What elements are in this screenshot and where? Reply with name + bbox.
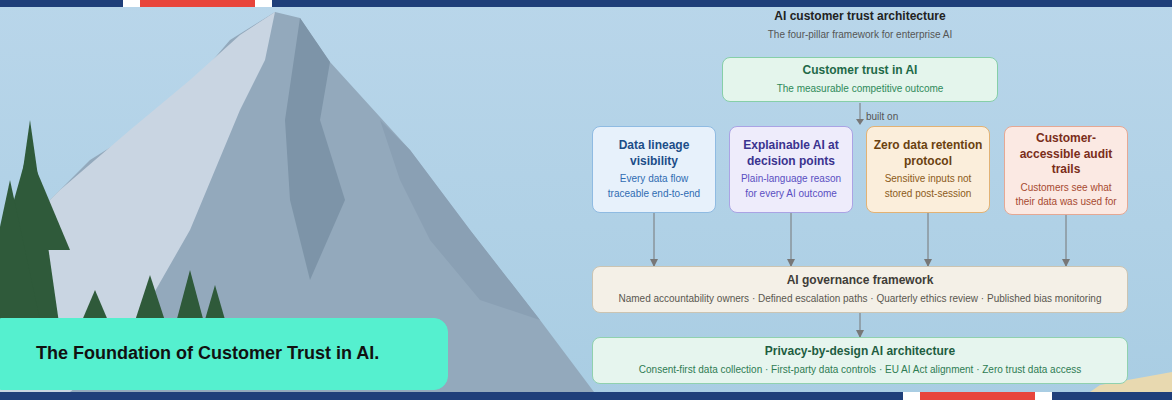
bottom-border [0, 392, 1172, 400]
pillar-box: Zero data retention protocolSensitive in… [866, 126, 990, 213]
diagram-title: AI customer trust architecture [560, 9, 1160, 23]
node-body: Customers see what their data was used f… [1011, 181, 1121, 210]
node-heading: Privacy-by-design AI architecture [765, 344, 955, 360]
mountain-shadow [285, 18, 345, 280]
top-accent-red [140, 0, 255, 7]
connector-arrow [860, 313, 861, 337]
node-heading: Zero data retention protocol [873, 138, 983, 169]
banner-label: The Foundation of Customer Trust in AI. [0, 318, 448, 390]
top-accent-white [123, 0, 272, 7]
connector-arrow [654, 213, 655, 266]
node-body: Sensitive inputs not stored post-session [873, 172, 983, 201]
connector-label: built on [866, 111, 898, 122]
bottom-accent-white [903, 392, 1052, 400]
node-heading: Explainable AI at decision points [736, 138, 846, 169]
pillar-box: Customer-accessible audit trailsCustomer… [1004, 126, 1128, 215]
mountain [0, 12, 600, 400]
trees [0, 120, 228, 330]
node-heading: Customer-accessible audit trails [1011, 131, 1121, 178]
bottom-accent-red [920, 392, 1035, 400]
outcome-box: Customer trust in AI The measurable compe… [722, 57, 998, 102]
node-heading: AI governance framework [787, 273, 934, 289]
connector-arrow [791, 213, 792, 266]
connector-arrow [928, 213, 929, 266]
architecture-band: Privacy-by-design AI architectureConsent… [592, 337, 1128, 384]
mountain-ridge [380, 120, 540, 320]
diagram-caption: The four-pillar framework for enterprise… [560, 29, 1160, 40]
governance-band: AI governance frameworkNamed accountabil… [592, 266, 1128, 313]
built-on-arrow [860, 103, 861, 120]
node-body: Plain-language reason for every AI outco… [736, 172, 846, 201]
top-border [0, 0, 1172, 7]
node-body: The measurable competitive outcome [777, 82, 944, 97]
node-body: Every data flow traceable end-to-end [599, 172, 709, 201]
node-heading: Data lineage visibility [599, 138, 709, 169]
node-heading: Customer trust in AI [803, 63, 918, 79]
node-body: Named accountability owners · Defined es… [618, 292, 1101, 307]
pillar-box: Explainable AI at decision pointsPlain-l… [729, 126, 853, 213]
pillar-box: Data lineage visibilityEvery data flow t… [592, 126, 716, 213]
node-body: Consent-first data collection · First-pa… [639, 363, 1081, 378]
built-on-arrowhead [856, 119, 864, 125]
connector-arrow [1066, 215, 1067, 266]
node-heading: The Foundation of Customer Trust in AI. [36, 343, 379, 365]
